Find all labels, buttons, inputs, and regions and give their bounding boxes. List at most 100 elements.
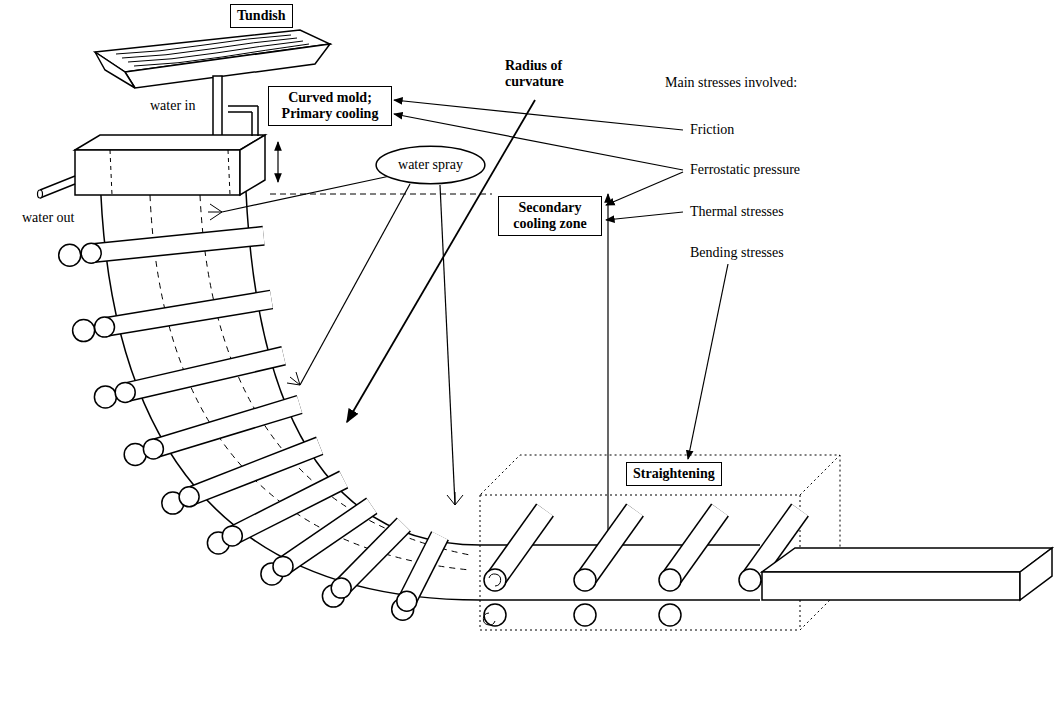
nozzle	[213, 76, 222, 138]
roller-end	[273, 556, 293, 576]
roller-end	[81, 243, 101, 263]
spray-fan	[447, 492, 463, 505]
water-in-pipe	[228, 105, 258, 107]
roller	[125, 356, 283, 393]
roller-outline	[105, 300, 272, 328]
roller	[94, 386, 116, 408]
rotation-mark	[483, 613, 495, 625]
callout-ellipse: water spray	[375, 145, 486, 185]
melt-surface-line	[128, 41, 303, 62]
spray-leader	[440, 185, 455, 505]
roller-outline	[189, 446, 320, 497]
mold-strand-line	[228, 150, 230, 195]
slab-side	[1020, 548, 1052, 600]
slab-front	[762, 572, 1020, 600]
ellipse-shape	[376, 146, 485, 184]
legend-heading: Main stresses involved:	[665, 75, 797, 91]
roller-end	[739, 569, 761, 591]
dimension-label: Radius of curvature	[505, 58, 595, 90]
lower-rollers	[59, 244, 414, 620]
melt-surface-line	[122, 38, 297, 58]
roller-outline	[670, 510, 720, 580]
water-in-pipe	[228, 111, 252, 113]
roller-outline	[407, 536, 440, 602]
stress-label: Thermal stresses	[690, 204, 784, 220]
stress-leader	[606, 172, 683, 205]
straightener-frame	[480, 455, 840, 630]
roller	[670, 510, 720, 580]
water-in-pipe	[251, 112, 253, 136]
roller-end	[331, 578, 351, 598]
roller-outline	[91, 236, 263, 253]
stress-label: Friction	[690, 122, 734, 138]
roller-end	[115, 382, 135, 402]
slab-top	[762, 548, 1052, 572]
roller-end	[574, 569, 596, 591]
label-box: Tundish	[230, 4, 293, 28]
melt-surface-line	[134, 44, 309, 66]
zone-extent-arrow	[607, 194, 608, 560]
tundish-front	[125, 44, 330, 88]
spray-fan	[287, 372, 300, 385]
roller-outline	[495, 510, 545, 580]
radius-arrow	[347, 100, 535, 422]
roller	[189, 446, 320, 497]
roller-ends	[81, 243, 417, 611]
zone-limit-line	[270, 194, 492, 195]
stress-leader	[394, 100, 683, 130]
node-text: Straightening	[633, 466, 715, 482]
roller-end	[397, 591, 417, 611]
straightener-rollers	[483, 510, 800, 626]
upper-rollers	[91, 236, 440, 601]
roller-outline	[585, 510, 635, 580]
roller-end	[484, 569, 506, 591]
roller-end	[95, 317, 115, 337]
stress-label: Ferrostatic pressure	[690, 162, 800, 178]
roller-outline	[153, 405, 299, 449]
roller	[341, 525, 404, 589]
mold-side	[240, 135, 265, 195]
roller-end	[179, 487, 199, 507]
water-in-pipe	[257, 106, 259, 136]
spray-leader	[300, 184, 410, 385]
water-out-pipe	[40, 184, 75, 198]
roller	[59, 244, 81, 266]
oscillation-arrow	[277, 142, 278, 182]
roller	[659, 604, 681, 626]
roller-end	[143, 439, 163, 459]
roller-end	[659, 569, 681, 591]
node-text: Curved mold; Primary cooling	[275, 90, 385, 122]
pipe-label: water in	[150, 98, 195, 114]
mold-strand-line	[110, 150, 112, 195]
label-box: Secondary cooling zone	[498, 196, 602, 236]
roller	[484, 604, 506, 626]
pipe-end	[38, 190, 43, 198]
stress-leader	[688, 264, 728, 459]
stress-label: Bending stresses	[690, 245, 784, 261]
roller	[105, 300, 272, 328]
roller	[91, 236, 263, 253]
pipe-label: water out	[22, 210, 74, 226]
spray-fan	[208, 204, 222, 220]
roller	[407, 536, 440, 602]
node-text: Secondary cooling zone	[505, 200, 595, 232]
label-box: Curved mold; Primary cooling	[268, 86, 392, 126]
roller-outline	[125, 356, 283, 393]
mold-front	[75, 150, 240, 195]
stress-leader	[606, 212, 683, 220]
mold-top	[75, 135, 265, 150]
node-text: water spray	[398, 157, 463, 173]
node-text: Tundish	[237, 8, 286, 24]
roller	[153, 405, 299, 449]
roller	[495, 510, 545, 580]
roller	[73, 320, 95, 342]
melt-surface-line	[116, 35, 291, 54]
label-box: Straightening	[626, 462, 722, 486]
roller	[585, 510, 635, 580]
water-out-pipe	[40, 176, 75, 190]
roller-outline	[341, 525, 404, 589]
rotation-mark	[489, 574, 501, 586]
roller-end	[222, 526, 242, 546]
roller	[574, 604, 596, 626]
